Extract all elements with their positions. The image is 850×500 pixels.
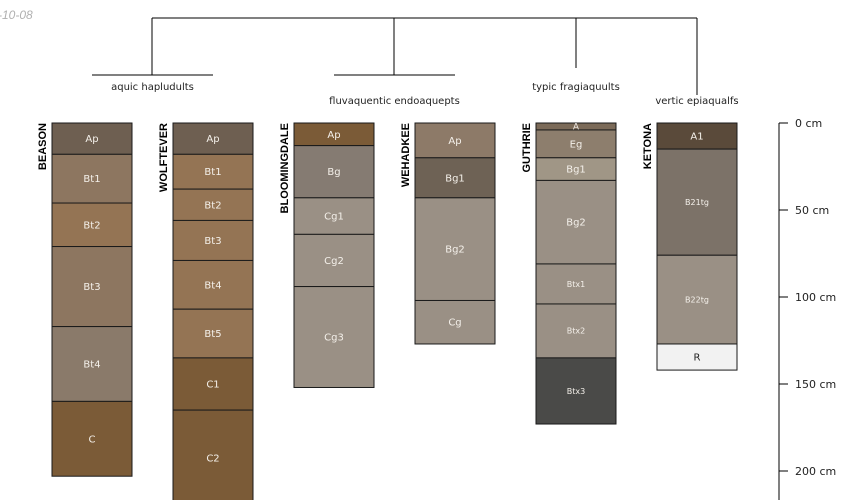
- horizon-block: [414, 157, 496, 199]
- horizon-label: Bg1: [445, 173, 465, 184]
- horizon-block: [535, 263, 617, 305]
- horizon-label: A1: [690, 132, 703, 143]
- horizon-block: [172, 153, 254, 190]
- horizon-label: Bt3: [83, 282, 100, 293]
- horizon-label: R: [694, 353, 701, 364]
- horizon-block: [535, 179, 617, 265]
- horizon-block: [293, 145, 375, 199]
- horizon-label: C2: [206, 453, 219, 464]
- profile-name: BLOOMINGDALE: [279, 123, 291, 213]
- horizon-block: [51, 246, 133, 328]
- horizon-block: [293, 233, 375, 288]
- horizon-label: Cg2: [324, 256, 344, 267]
- taxon-group-label: aquic hapludults: [111, 82, 194, 93]
- depth-axis: 0 cm 50 cm 100 cm 150 cm 200 cm: [778, 117, 836, 500]
- horizon-block: [172, 308, 254, 359]
- horizon-label: Bt1: [83, 174, 100, 185]
- horizon-label: Ap: [206, 134, 219, 145]
- depth-tick-label: 100 cm: [795, 291, 836, 304]
- horizon-block: [535, 303, 617, 359]
- depth-tick-label: 0 cm: [795, 117, 822, 130]
- horizon-label: Eg: [570, 139, 583, 150]
- horizon-label: B22tg: [685, 295, 709, 304]
- horizon-label: Bg1: [566, 165, 586, 176]
- horizon-label: Cg1: [324, 212, 344, 223]
- horizon-label: Bt2: [204, 200, 221, 211]
- horizon-label: Cg: [448, 318, 461, 329]
- horizon-block: [293, 197, 375, 235]
- horizon-label: Bt3: [204, 236, 221, 247]
- horizon-label: Btx3: [567, 387, 585, 396]
- date-label: -10-08: [0, 8, 33, 22]
- horizon-block: [51, 400, 133, 477]
- depth-tick-label: 50 cm: [795, 204, 829, 217]
- horizon-block: [656, 148, 738, 256]
- horizon-label: Ap: [448, 136, 461, 147]
- horizon-label: Bt4: [204, 280, 221, 291]
- horizon-block: [51, 153, 133, 204]
- horizon-label: Bg2: [445, 245, 465, 256]
- profile-name: KETONA: [642, 123, 654, 169]
- horizon-label: Bt4: [83, 359, 100, 370]
- horizon-label: Bt2: [83, 220, 100, 231]
- horizon-block: [293, 286, 375, 388]
- horizon-label: Btx2: [567, 327, 585, 336]
- profile-name: WEHADKEE: [400, 123, 412, 187]
- depth-tick-label: 150 cm: [795, 378, 836, 391]
- horizon-label: Ap: [327, 130, 340, 141]
- profile-name: GUTHRIE: [521, 123, 533, 173]
- horizon-label: A: [573, 123, 580, 133]
- profile-name: BEASON: [37, 123, 49, 170]
- horizon-label: Bg: [327, 167, 340, 178]
- horizon-label: B21tg: [685, 198, 709, 207]
- horizon-label: C1: [206, 380, 219, 391]
- taxon-group-label: vertic epiaqualfs: [655, 96, 738, 107]
- dendrogram: aquic hapludults fluvaquentic endoaquepts…: [92, 17, 739, 107]
- horizon-block: [656, 343, 738, 371]
- horizon-block: [172, 219, 254, 261]
- horizon-block: [172, 188, 254, 221]
- horizon-label: Bt1: [204, 167, 221, 178]
- horizon-label: C: [89, 434, 96, 445]
- horizon-block: [172, 409, 254, 500]
- profile-name: WOLFTEVER: [158, 123, 170, 192]
- horizon-block: [535, 129, 617, 159]
- taxon-group-label: fluvaquentic endoaquepts: [329, 96, 460, 107]
- horizon-block: [535, 357, 617, 425]
- horizon-block: [414, 197, 496, 301]
- horizon-label: Btx1: [567, 280, 585, 289]
- taxon-group-label: typic fragiaquults: [532, 82, 620, 93]
- depth-tick-label: 200 cm: [795, 465, 836, 478]
- horizon-block: [414, 299, 496, 345]
- horizon-label: Bg2: [566, 218, 586, 229]
- horizon-label: Ap: [85, 134, 98, 145]
- horizon-label: Bt5: [204, 329, 221, 340]
- horizon-label: Cg3: [324, 333, 344, 344]
